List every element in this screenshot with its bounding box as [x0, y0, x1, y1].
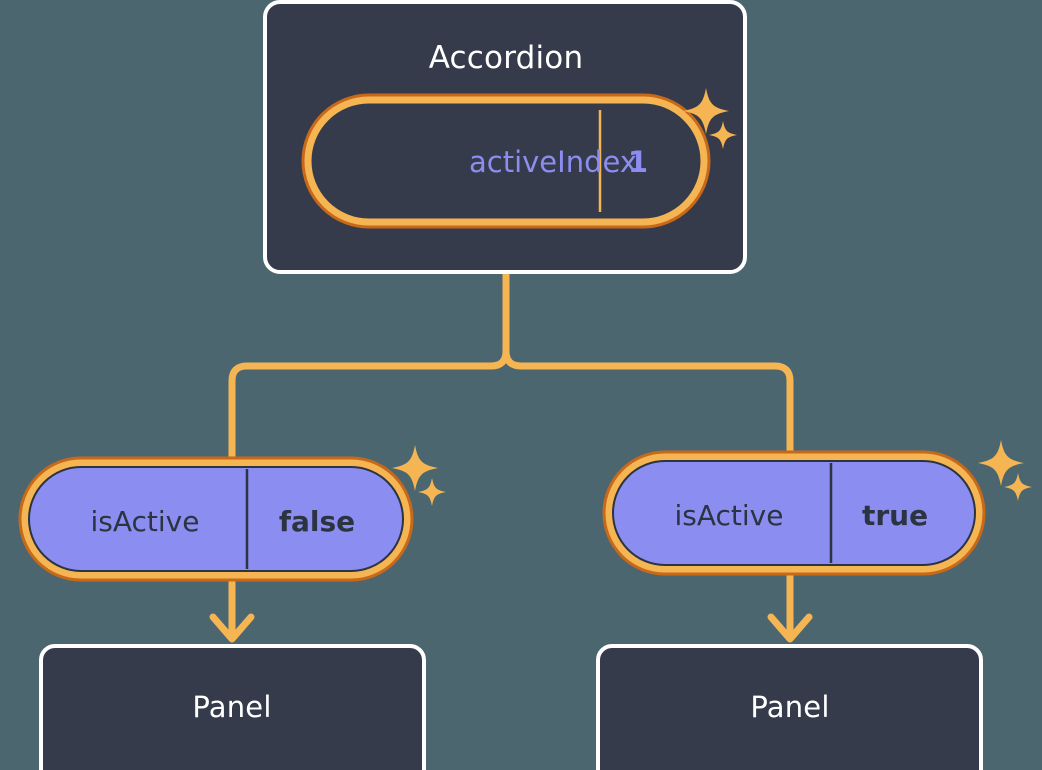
right-prop-pill-inner-ring [605, 453, 983, 573]
accordion-prop-key: activeIndex [469, 145, 637, 179]
sparkle-icon [978, 440, 1032, 501]
right-prop-key: isActive [675, 499, 784, 532]
sparkle-icon [683, 88, 737, 149]
connector-group [228, 268, 794, 467]
left-prop-value: false [279, 505, 355, 538]
right-prop-pill-fill[interactable] [612, 460, 976, 566]
right-branch[interactable]: isActive true Panel [596, 440, 1032, 770]
connector-trunk-split [502, 268, 794, 467]
right-panel-title: Panel [750, 690, 829, 724]
arrow-group [209, 571, 813, 643]
left-prop-key: isActive [91, 505, 200, 538]
left-branch[interactable]: isActive false Panel [18, 445, 446, 770]
arrow-right-head [767, 613, 813, 643]
connector-left-arm [228, 347, 510, 467]
right-panel-card[interactable] [596, 644, 983, 770]
arrow-left-head [209, 613, 255, 643]
sparkle-icon [392, 445, 446, 506]
accordion-prop-value: 1 [628, 145, 648, 179]
accordion-node[interactable]: Accordion activeIndex 1 [263, 0, 747, 274]
left-prop-pill-inner-ring [21, 459, 411, 579]
accordion-prop-pill-inner-ring [304, 96, 708, 226]
right-prop-value: true [862, 499, 928, 532]
page-title: Accordion [429, 40, 584, 76]
left-panel-title: Panel [192, 690, 271, 724]
left-prop-pill-fill[interactable] [28, 466, 404, 572]
left-panel-card[interactable] [39, 644, 426, 770]
